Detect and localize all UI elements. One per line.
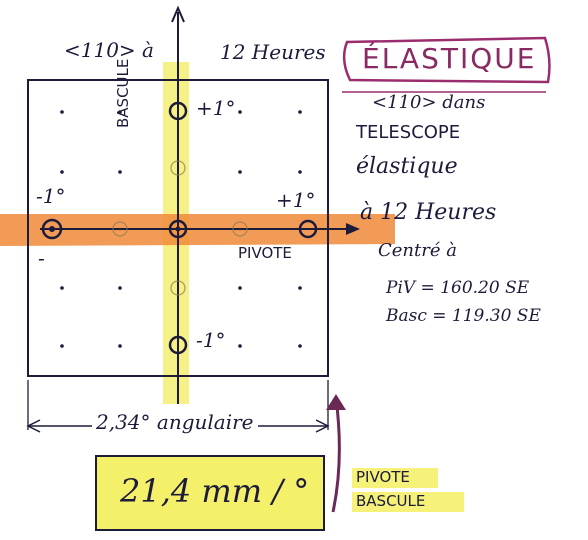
- key-circles: [41, 101, 318, 355]
- pivote-minus-label: -1°: [36, 184, 66, 208]
- bascule-minus-label: -1°: [196, 328, 226, 352]
- note-line-2: TELESCOPE: [356, 122, 461, 143]
- bascule-plus-label: +1°: [196, 96, 236, 120]
- bottom-circle: [168, 335, 188, 355]
- legend-pivote: PIVOTE: [356, 468, 410, 486]
- note-line-1: <110> dans: [372, 92, 486, 113]
- horizontal-axis-label: PIVOTE: [238, 244, 292, 262]
- note-line-5: Centré à: [378, 240, 457, 261]
- minus-sign: -: [38, 246, 45, 270]
- mode-label: ÉLASTIQUE: [362, 42, 537, 75]
- width-label: 2,34° angulaire: [92, 410, 258, 434]
- horizontal-arrowhead: [346, 223, 360, 235]
- vertical-axis-label: BASCULE: [114, 58, 132, 128]
- top-left-label: <110> à: [64, 38, 154, 62]
- note-line-3: élastique: [356, 154, 458, 179]
- center-circle: [168, 219, 188, 239]
- vertical-arrowhead: [171, 5, 185, 23]
- scale-value: 21,4 mm / °: [120, 472, 310, 510]
- top-circle: [168, 101, 188, 121]
- note-line-4: à 12 Heures: [360, 200, 497, 225]
- grid-dots: [60, 110, 302, 348]
- right-circle: [298, 219, 318, 239]
- elastique-frame: [342, 36, 551, 84]
- scale-pointer-arrow: [331, 397, 341, 513]
- intermediate-circles: [112, 160, 248, 296]
- pivote-plus-label: +1°: [276, 188, 316, 212]
- top-right-label: 12 Heures: [220, 40, 326, 64]
- note-line-6: PiV = 160.20 SE: [386, 278, 530, 298]
- left-circle: [41, 218, 63, 240]
- legend-bascule: BASCULE: [356, 492, 426, 510]
- note-line-7: Basc = 119.30 SE: [386, 306, 541, 326]
- scale-box: [95, 455, 325, 531]
